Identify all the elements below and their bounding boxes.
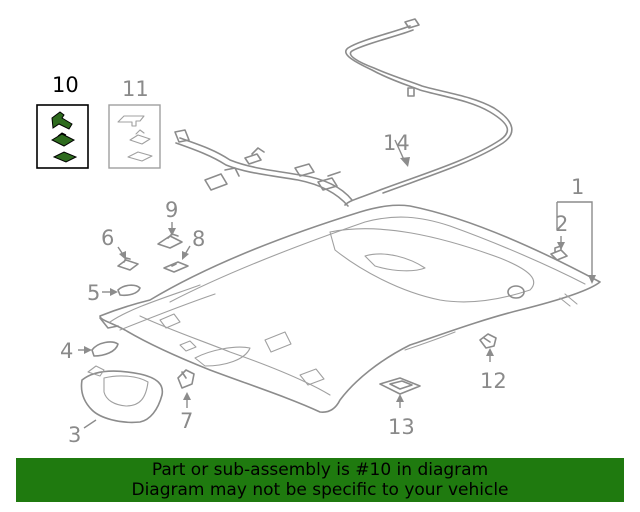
callout-10: 10 xyxy=(52,73,79,97)
arrowhead-2 xyxy=(557,242,565,250)
callout-8: 8 xyxy=(192,227,205,251)
harness-branch-left xyxy=(179,137,353,201)
callout-7: 7 xyxy=(180,409,193,433)
info-banner-line-2: Diagram may not be specific to your vehi… xyxy=(131,480,509,500)
harness-branch-left-2 xyxy=(175,142,349,207)
callout-13: 13 xyxy=(388,415,415,439)
part-13[interactable]: 13 xyxy=(379,377,421,439)
part-6-clip xyxy=(117,257,139,271)
arrowhead-12 xyxy=(486,348,494,356)
headliner-rear-lip xyxy=(404,293,578,351)
harness-drop xyxy=(407,87,415,97)
part-8[interactable]: 8 xyxy=(163,227,205,273)
callout-4: 4 xyxy=(60,339,73,363)
part-11-bracket xyxy=(117,115,145,127)
part-12[interactable]: 12 xyxy=(479,333,507,393)
callout-11: 11 xyxy=(122,77,149,101)
part-9[interactable]: 9 xyxy=(157,198,183,249)
headliner-detail-2 xyxy=(264,331,325,386)
arrowhead-1 xyxy=(588,275,596,284)
part-4[interactable]: 4 xyxy=(60,339,119,363)
part-7-clip xyxy=(177,369,195,389)
harness-connector-e xyxy=(317,171,341,191)
callout-12: 12 xyxy=(480,369,507,393)
part-11-group[interactable]: 11 xyxy=(108,77,161,169)
part-8-clip xyxy=(163,261,189,273)
callout-5: 5 xyxy=(87,281,100,305)
harness-main-cable xyxy=(344,25,509,206)
harness-connector-c xyxy=(204,167,240,191)
headliner-grab-handle-mount xyxy=(507,285,525,299)
part-3-sun-visor[interactable]: 3 xyxy=(68,365,164,447)
harness-connector-a xyxy=(174,129,190,143)
callout-9: 9 xyxy=(165,198,178,222)
harness-connector-b xyxy=(244,147,265,165)
arrowhead-5 xyxy=(110,288,118,296)
part-10-group[interactable]: 10 xyxy=(36,73,89,169)
sun-visor-body xyxy=(80,370,164,424)
part-11-pad xyxy=(127,151,153,162)
callout-14: 14 xyxy=(383,131,410,155)
headliner[interactable]: 1 xyxy=(99,175,601,413)
headliner-center-panel xyxy=(329,228,535,303)
callout-3: 3 xyxy=(68,423,81,447)
part-12-clip xyxy=(479,333,497,349)
callout-6: 6 xyxy=(101,226,114,250)
sun-visor-mount xyxy=(87,365,105,377)
headliner-sunroof-recess xyxy=(364,253,426,272)
part-10-clip-2 xyxy=(50,132,76,147)
part-10-clip-3 xyxy=(52,151,78,163)
part-13-lamp xyxy=(379,377,421,395)
arrowhead-9 xyxy=(168,228,176,236)
leader-3 xyxy=(83,419,97,429)
arrowhead-7 xyxy=(183,392,191,400)
part-10-clip-1 xyxy=(51,111,73,130)
callout-1: 1 xyxy=(571,175,584,199)
headliner-front-tab xyxy=(99,317,119,329)
part-6[interactable]: 6 xyxy=(101,226,139,271)
part-9-clip xyxy=(157,233,183,249)
parts-diagram: 10 11 14 xyxy=(36,18,601,447)
headliner-console-opening xyxy=(194,346,251,367)
arrowhead-14 xyxy=(400,157,410,167)
headliner-rail-left xyxy=(109,284,216,331)
part-5[interactable]: 5 xyxy=(87,281,141,305)
part-7[interactable]: 7 xyxy=(177,369,195,433)
headliner-outline xyxy=(99,204,601,413)
leader-1 xyxy=(556,201,593,280)
headliner-detail-1 xyxy=(159,313,197,352)
part-4-bracket xyxy=(91,341,119,357)
harness-connector-top xyxy=(404,18,420,29)
harness-connector-d xyxy=(294,163,315,177)
arrowhead-4 xyxy=(84,346,92,354)
arrowhead-13 xyxy=(396,394,404,402)
part-5-clip xyxy=(117,284,141,297)
harness-main-cable-2 xyxy=(349,29,513,194)
sun-visor-mirror xyxy=(103,375,149,407)
part-11-clip xyxy=(129,129,151,145)
info-banner-line-1: Part or sub-assembly is #10 in diagram xyxy=(151,460,489,480)
info-banner: Part or sub-assembly is #10 in diagram D… xyxy=(16,458,624,502)
part-2[interactable]: 2 xyxy=(550,212,568,261)
wiring-harness[interactable]: 14 xyxy=(174,18,513,207)
callout-2: 2 xyxy=(555,212,568,236)
arrowhead-6 xyxy=(119,251,126,260)
arrowhead-8 xyxy=(182,251,189,260)
